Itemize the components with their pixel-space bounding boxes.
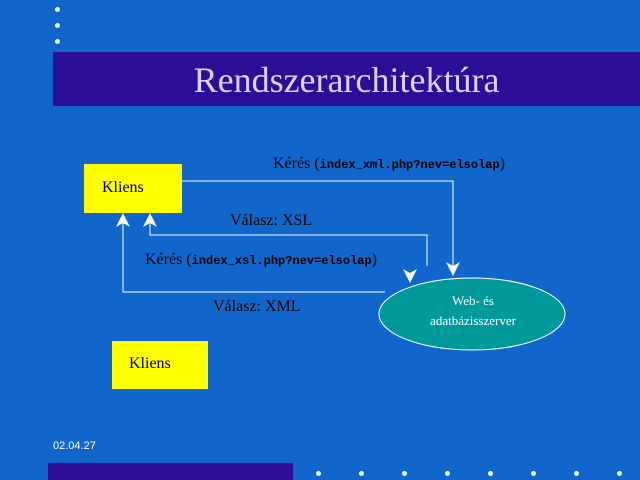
slide-title: Rendszerarchitektúra [193, 60, 500, 100]
request1-arrowhead [446, 262, 460, 276]
decor-dot [488, 471, 493, 476]
decor-dot [445, 471, 450, 476]
client-bottom-label: Kliens [129, 355, 171, 372]
bottom-bar [48, 463, 293, 480]
request1-label: Kérés (index_xml.php?nev=elsolap) [273, 155, 505, 172]
response2-label: Válasz: XML [213, 298, 301, 315]
decor-dot [359, 471, 364, 476]
server-label: Web- és adatbázisszerver [380, 291, 566, 331]
client-box-top: Kliens [84, 164, 182, 213]
slide-date: 02.04.27 [53, 440, 96, 452]
decor-dot [617, 471, 622, 476]
server-label-line2: adatbázisszerver [430, 313, 516, 328]
decor-dot [55, 39, 60, 44]
response1-arrowhead [143, 213, 157, 227]
decor-dot [531, 471, 536, 476]
title-bar: Rendszerarchitektúra [53, 52, 640, 106]
decor-dot [316, 471, 321, 476]
client-box-bottom: Kliens [112, 341, 208, 389]
decor-dot [574, 471, 579, 476]
client-top-label: Kliens [102, 179, 144, 196]
response2-arrowhead [116, 213, 130, 227]
request2-label: Kérés (index_xsl.php?nev=elsolap) [145, 251, 377, 268]
server-ellipse [378, 277, 566, 351]
request1-arrow-line [182, 180, 454, 270]
request2-arrow-line [122, 219, 385, 293]
decor-dot [55, 7, 60, 12]
response1-arrow-line [149, 219, 428, 266]
request2-arrowhead [403, 269, 417, 283]
decor-dot [402, 471, 407, 476]
decor-dot [55, 23, 60, 28]
server-label-line1: Web- és [452, 293, 494, 308]
response1-label: Válasz: XSL [230, 212, 313, 229]
